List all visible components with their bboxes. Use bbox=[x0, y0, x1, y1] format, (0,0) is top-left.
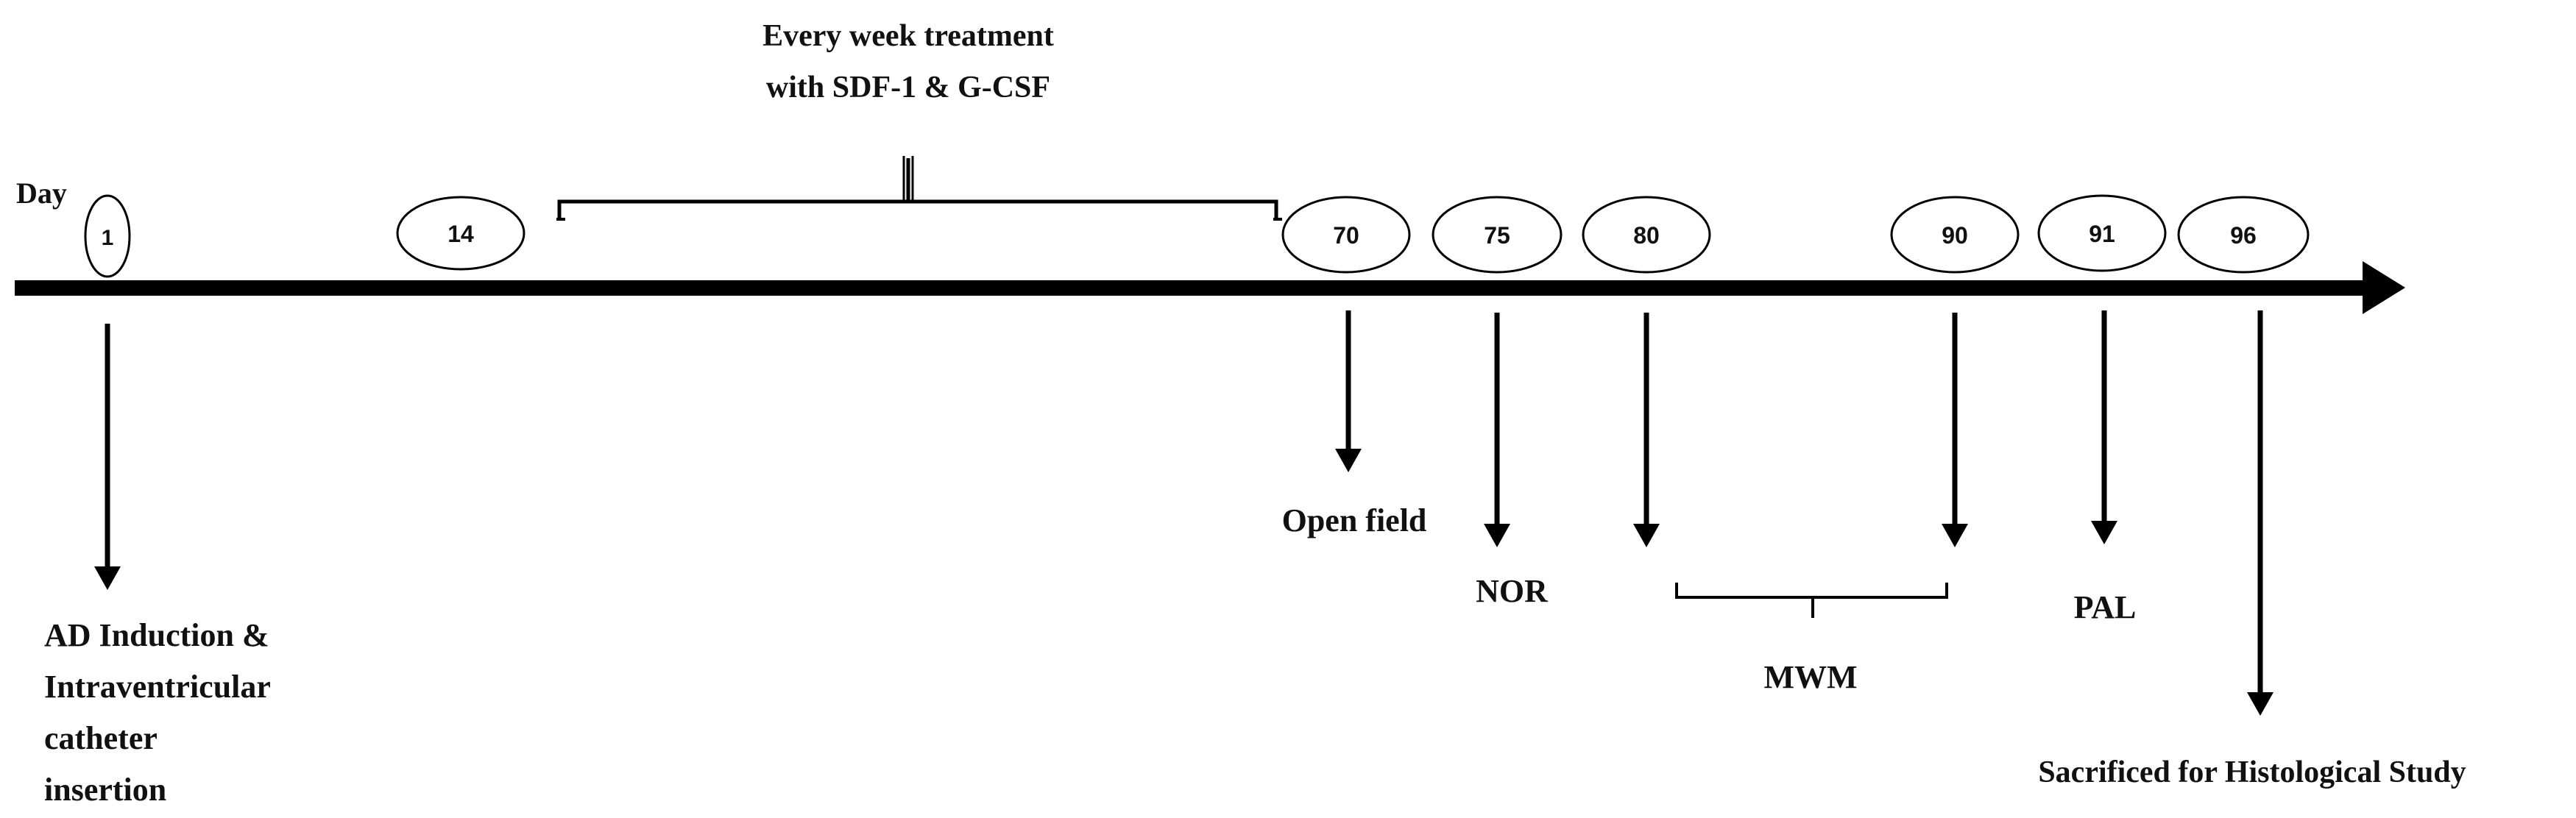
day-marker-70: 70 bbox=[1281, 196, 1411, 274]
induction-arrow bbox=[94, 324, 121, 590]
mwm-label: MWM bbox=[1763, 659, 1857, 695]
treatment-bracket bbox=[556, 156, 1282, 221]
mwm-bracket bbox=[1675, 583, 1948, 618]
induction-label-line1: AD Induction & bbox=[44, 617, 269, 653]
pal-label: PAL bbox=[2074, 589, 2137, 625]
day-number: 80 bbox=[1633, 222, 1660, 249]
treatment-label-line2: with SDF-1 & G-CSF bbox=[766, 71, 1050, 104]
treatment-label-line1: Every week treatment bbox=[762, 19, 1054, 53]
sacrifice-arrow bbox=[2247, 310, 2274, 716]
induction-label-line3: catheter bbox=[44, 720, 158, 756]
day-number: 70 bbox=[1333, 222, 1359, 249]
day-label: Day bbox=[16, 177, 67, 210]
open-field-arrow bbox=[1335, 310, 1362, 472]
open-field-label: Open field bbox=[1282, 502, 1427, 538]
event-arrows bbox=[94, 310, 2274, 716]
timeline-bar bbox=[15, 280, 2374, 296]
nor-arrow bbox=[1484, 313, 1510, 547]
day-marker-1: 1 bbox=[84, 194, 131, 278]
mwm-start-arrow bbox=[1633, 313, 1660, 547]
day-number: 1 bbox=[102, 226, 114, 250]
day-marker-91: 91 bbox=[2037, 194, 2167, 272]
day-number: 96 bbox=[2230, 222, 2257, 249]
day-marker-96: 96 bbox=[2177, 196, 2310, 274]
nor-label: NOR bbox=[1476, 573, 1549, 609]
day-marker-75: 75 bbox=[1432, 196, 1563, 274]
timeline-arrowhead bbox=[2363, 261, 2405, 314]
day-number: 14 bbox=[447, 221, 474, 247]
induction-label-line4: insertion bbox=[44, 772, 166, 808]
day-marker-90: 90 bbox=[1890, 196, 2020, 274]
pal-arrow bbox=[2091, 310, 2117, 544]
sacrifice-label: Sacrificed for Histological Study bbox=[2038, 755, 2466, 789]
day-marker-14: 14 bbox=[396, 196, 526, 271]
day-number: 90 bbox=[1942, 222, 1968, 249]
day-number: 91 bbox=[2089, 221, 2115, 247]
mwm-end-arrow bbox=[1942, 313, 1968, 547]
induction-label-line2: Intraventricular bbox=[44, 669, 271, 705]
day-marker-80: 80 bbox=[1582, 196, 1711, 274]
day-number: 75 bbox=[1484, 222, 1510, 249]
